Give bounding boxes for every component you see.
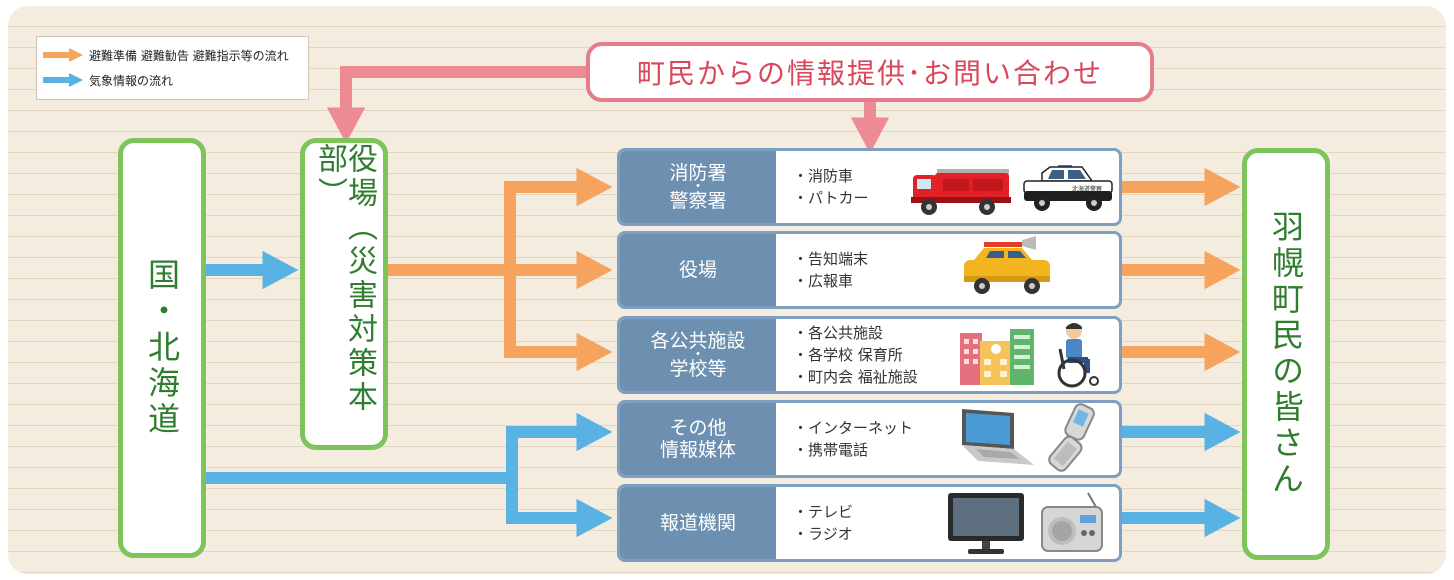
laptop-icon <box>962 409 1034 465</box>
blue-arrow-icon <box>43 73 83 87</box>
radio-icon <box>1041 492 1103 552</box>
list-item: ・テレビ <box>793 503 854 521</box>
channel-row-fire-police: 消防署 ・ 警察署 ・消防車 ・パトカー 北海道警察 <box>617 148 1122 226</box>
fire-truck-icon <box>911 169 1011 215</box>
pink-flow-to-center <box>326 66 586 144</box>
channel-row-public-facilities: 各公共施設 ・ 学校等 ・各公共施設 ・各学校 保育所 ・町内会 福祉施設 <box>617 316 1122 394</box>
residents-box: 羽幌町民の皆さん <box>1242 148 1330 560</box>
row-head-line2: 情報媒体 <box>659 439 736 461</box>
row-head-line1: 役場 <box>678 259 717 281</box>
government-label: 国・北海道 <box>143 258 181 438</box>
row-items: ・告知端末 ・広報車 <box>793 234 868 306</box>
row-head-line1: 消防署 <box>669 162 727 184</box>
public-buildings-icon <box>960 329 1034 385</box>
mobile-phone-icon <box>1048 403 1095 472</box>
row-items: ・テレビ ・ラジオ <box>793 487 853 559</box>
list-item: ・広報車 <box>793 272 854 290</box>
police-car-lettering: 北海道警察 <box>1072 185 1102 193</box>
row-items: ・消防車 ・パトカー <box>793 151 868 223</box>
callout-text: 町民からの情報提供･お問い合わせ <box>636 57 1103 90</box>
channel-row-other-media: その他 情報媒体 ・インターネット ・携帯電話 <box>617 400 1122 478</box>
row-head: 役場 <box>620 234 776 306</box>
orange-arrow-icon <box>43 48 83 62</box>
list-item: ・町内会 福祉施設 <box>793 368 918 386</box>
town-office-hq-label: 役場︵災害対策本部︶ <box>312 143 377 415</box>
town-office-hq-box: 役場︵災害対策本部︶ <box>300 138 388 450</box>
list-item: ・消防車 <box>793 167 854 185</box>
announcement-car-icon <box>964 236 1050 294</box>
list-item: ・パトカー <box>793 189 869 207</box>
channel-row-news-media: 報道機関 ・テレビ ・ラジオ <box>617 484 1122 562</box>
row-head: 消防署 ・ 警察署 <box>620 151 776 223</box>
row-head: 各公共施設 ・ 学校等 <box>620 319 776 391</box>
legend-blue-label: 気象情報の流れ <box>89 73 174 88</box>
row-head-line1: 報道機関 <box>659 512 736 534</box>
list-item: ・各学校 保育所 <box>793 346 903 364</box>
row-items: ・各公共施設 ・各学校 保育所 ・町内会 福祉施設 <box>793 319 918 391</box>
legend-blue: 気象情報の流れ <box>43 70 173 90</box>
legend-orange: 避難準備 避難勧告 避難指示等の流れ <box>43 45 289 65</box>
wheelchair-person-icon <box>1057 323 1099 388</box>
row-head: その他 情報媒体 <box>620 403 776 475</box>
row-head-line1: その他 <box>669 417 727 439</box>
row-items: ・インターネット ・携帯電話 <box>793 403 913 475</box>
government-box: 国・北海道 <box>118 138 206 558</box>
list-item: ・インターネット <box>793 419 914 437</box>
police-car-icon: 北海道警察 <box>1023 165 1113 211</box>
list-item: ・携帯電話 <box>793 441 869 459</box>
row-head: 報道機関 <box>620 487 776 559</box>
list-item: ・ラジオ <box>793 525 853 543</box>
legend-orange-label: 避難準備 避難勧告 避難指示等の流れ <box>89 48 289 63</box>
legend: 避難準備 避難勧告 避難指示等の流れ 気象情報の流れ <box>36 36 309 100</box>
residents-label: 羽幌町民の皆さん <box>1267 210 1305 498</box>
row-head-line1: 各公共施設 <box>650 330 746 352</box>
row-head-line2: 学校等 <box>669 358 727 380</box>
list-item: ・告知端末 <box>793 250 869 268</box>
row-head-line2: 警察署 <box>669 190 727 212</box>
television-icon <box>948 493 1024 554</box>
list-item: ・各公共施設 <box>793 324 884 342</box>
channel-row-town-office: 役場 ・告知端末 ・広報車 <box>617 231 1122 309</box>
resident-inquiry-callout: 町民からの情報提供･お問い合わせ <box>586 42 1154 102</box>
